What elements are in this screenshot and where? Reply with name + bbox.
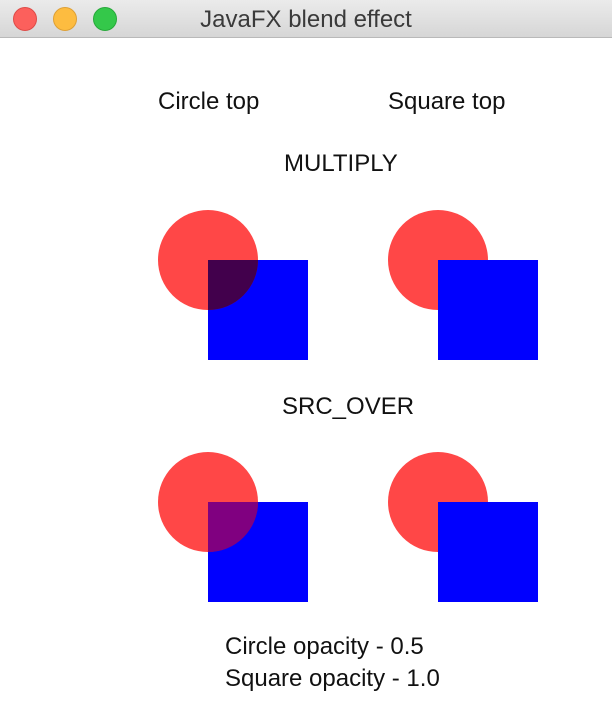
minimize-window-button[interactable] (53, 7, 77, 31)
circle-opacity-label: Circle opacity - 0.5 (225, 633, 424, 660)
column-label-square-top: Square top (388, 88, 506, 115)
multiply-circle-top-group (158, 210, 318, 370)
close-window-button[interactable] (13, 7, 37, 31)
src-over-overlap (208, 502, 258, 552)
section-label-multiply: MULTIPLY (284, 150, 398, 177)
column-label-circle-top: Circle top (158, 88, 260, 115)
section-label-src-over: SRC_OVER (282, 393, 415, 420)
blue-square (438, 502, 538, 602)
window-title: JavaFX blend effect (200, 6, 412, 33)
src-over-circle-top-group (158, 452, 318, 612)
multiply-square-top-group (388, 210, 548, 370)
src-over-square-top-group (388, 452, 548, 612)
zoom-window-button[interactable] (93, 7, 117, 31)
blue-square (438, 260, 538, 360)
title-bar: JavaFX blend effect (0, 0, 612, 38)
multiply-overlap (208, 260, 258, 310)
square-opacity-label: Square opacity - 1.0 (225, 665, 440, 692)
